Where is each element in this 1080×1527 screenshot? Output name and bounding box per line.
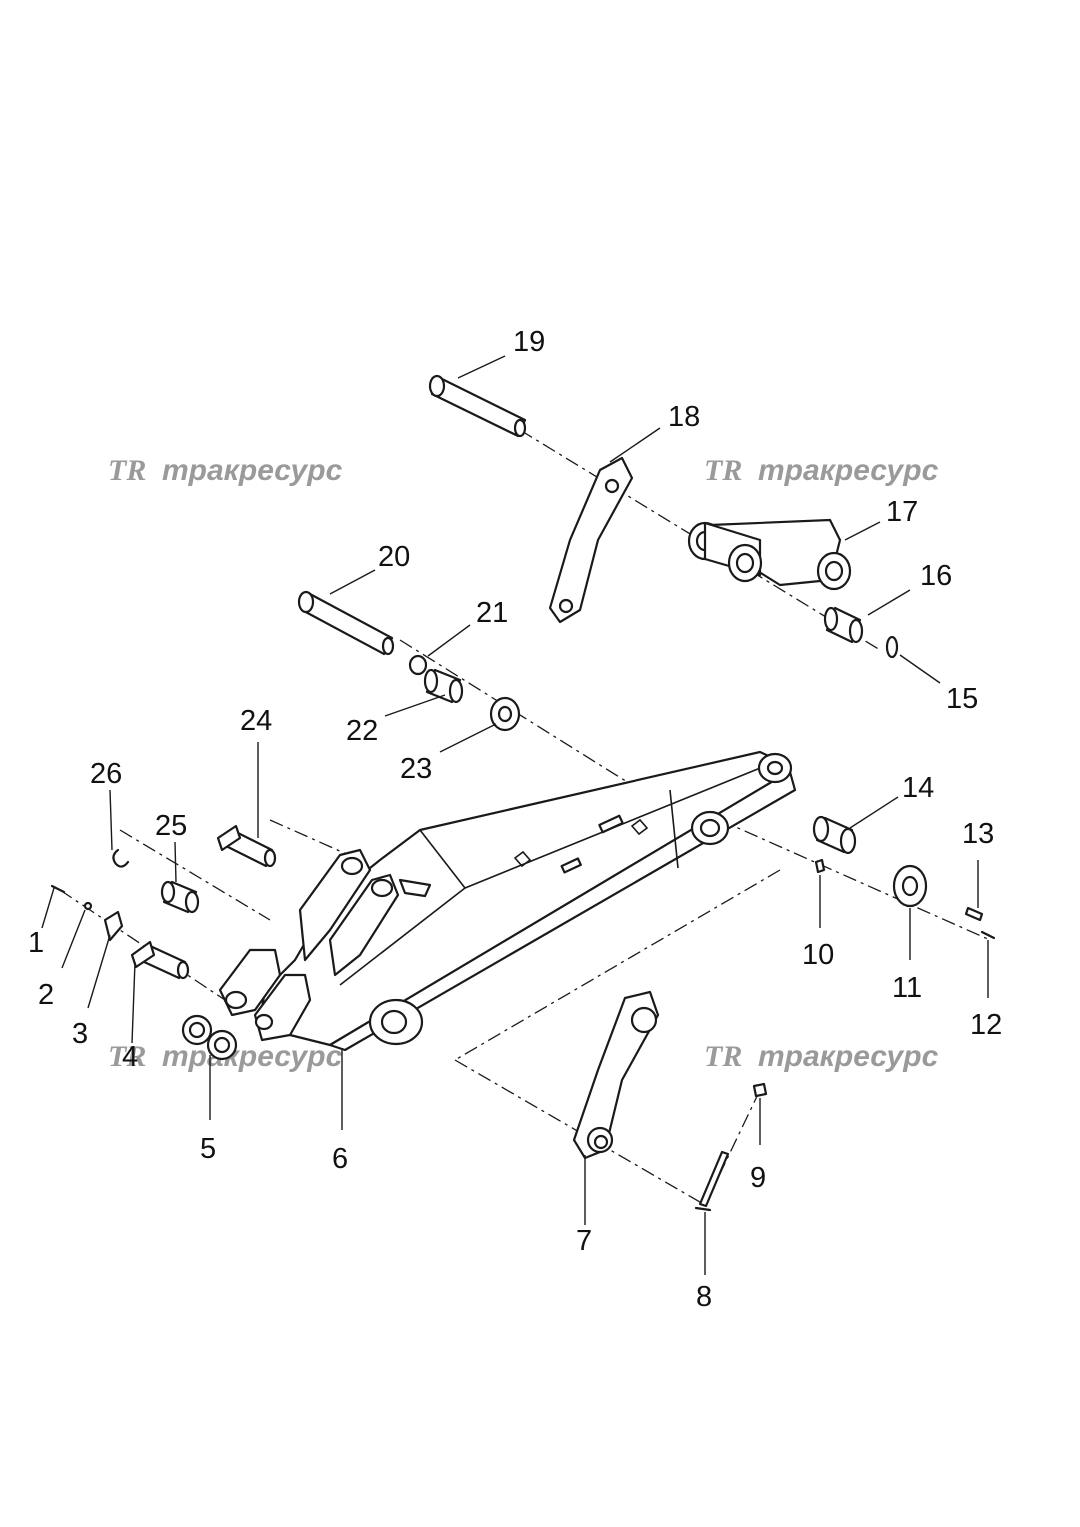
arm-body — [218, 750, 797, 1052]
part-9-nut — [752, 1082, 768, 1098]
part-20-pin — [297, 590, 395, 656]
callout-22: 22 — [346, 715, 378, 747]
part-15-o-ring — [885, 635, 899, 659]
callout-8: 8 — [696, 1281, 712, 1313]
callout-25: 25 — [155, 810, 187, 842]
watermark-bottom-left: TR тракресурс — [108, 1040, 343, 1073]
callout-2: 2 — [38, 979, 54, 1011]
part-3-plate — [103, 910, 124, 942]
callout-19: 19 — [513, 326, 545, 358]
part-16-bushing — [823, 606, 864, 644]
part-23-washer — [489, 696, 521, 732]
svg-text:тракресурс: тракресурс — [758, 1040, 939, 1073]
svg-text:TR: TR — [108, 454, 146, 487]
part-2-washer — [83, 901, 93, 911]
callout-10: 10 — [802, 939, 834, 971]
watermark-top-right: TR тракресурс — [704, 454, 939, 487]
part-17-bracket — [687, 518, 852, 591]
callout-3: 3 — [72, 1018, 88, 1050]
part-24-pin — [216, 824, 277, 868]
callout-15: 15 — [946, 683, 978, 715]
callout-24: 24 — [240, 705, 272, 737]
svg-text:TR: TR — [108, 1040, 146, 1073]
part-18-link-plate — [548, 456, 634, 624]
part-1-bolt — [50, 884, 66, 894]
callout-16: 16 — [920, 560, 952, 592]
svg-text:тракресурс: тракресурс — [162, 1040, 343, 1073]
svg-text:TR: TR — [704, 1040, 742, 1073]
callout-14: 14 — [902, 772, 934, 804]
callout-20: 20 — [378, 541, 410, 573]
callout-23: 23 — [400, 753, 432, 785]
callout-21: 21 — [476, 597, 508, 629]
callout-6: 6 — [332, 1143, 348, 1175]
svg-text:TR: TR — [704, 454, 742, 487]
part-14-bushing — [812, 815, 857, 855]
callout-5: 5 — [200, 1133, 216, 1165]
part-13-bolt — [964, 906, 984, 922]
leader-lines — [41, 355, 989, 1275]
part-22-bushing — [423, 668, 464, 704]
callout-12: 12 — [970, 1009, 1002, 1041]
callout-4: 4 — [122, 1041, 138, 1073]
part-10-fitting — [814, 858, 826, 874]
callout-13: 13 — [962, 818, 994, 850]
callout-1: 1 — [28, 927, 44, 959]
callout-18: 18 — [668, 401, 700, 433]
part-19-pin — [428, 374, 527, 438]
part-25-bushing — [160, 880, 200, 914]
part-4-pin — [130, 940, 190, 980]
part-5-washers — [181, 1014, 238, 1061]
callout-numbers: 19 18 17 16 15 20 21 22 23 24 26 25 1 2 … — [28, 326, 1002, 1313]
part-12-pin — [980, 930, 996, 940]
callout-26: 26 — [90, 758, 122, 790]
watermark-bottom-right: TR тракресурс — [704, 1040, 939, 1073]
callout-17: 17 — [886, 496, 918, 528]
part-8-bolt — [694, 1150, 730, 1212]
callout-9: 9 — [750, 1162, 766, 1194]
callout-7: 7 — [576, 1225, 592, 1257]
part-11-flange — [892, 864, 928, 908]
part-7-lower-link — [572, 990, 660, 1160]
svg-text:тракресурс: тракресурс — [758, 454, 939, 487]
part-21-ring — [408, 654, 428, 676]
svg-text:тракресурс: тракресурс — [162, 454, 343, 487]
callout-11: 11 — [892, 972, 922, 1004]
watermark-top-left: TR тракресурс — [108, 454, 343, 487]
part-26-clip — [112, 848, 130, 868]
